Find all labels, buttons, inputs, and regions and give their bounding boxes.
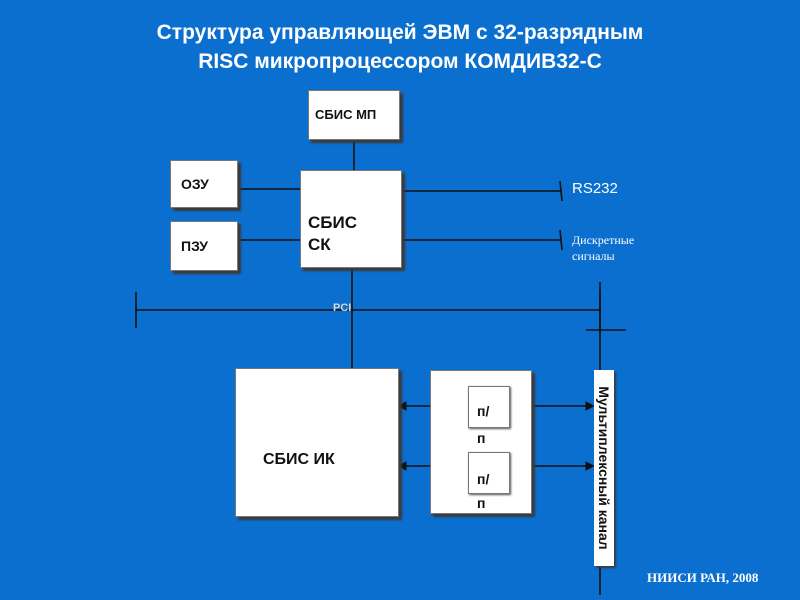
sbis-ik-label: СБИС ИК bbox=[263, 451, 335, 468]
sbis-mp-block: СБИС МП bbox=[308, 90, 400, 140]
pp-block-bottom: п/ bbox=[468, 452, 510, 494]
pzu-label: ПЗУ bbox=[181, 238, 209, 254]
pp-block-top: п/ bbox=[468, 386, 510, 428]
sbis-mp-label: СБИС МП bbox=[315, 107, 377, 122]
ozu-block: ОЗУ bbox=[170, 160, 238, 208]
sbis-sk-label-line1: СБИС bbox=[308, 213, 357, 232]
title-line-2: RISC микропроцессором КОМДИВ32-С bbox=[198, 50, 602, 73]
pci-label: PCI bbox=[333, 302, 352, 314]
rs232-label: RS232 bbox=[572, 180, 618, 197]
discrete-label-line2: сигналы bbox=[572, 249, 615, 263]
discrete-signals-label: Дискретные сигналы bbox=[572, 232, 634, 264]
slide-title: Структура управляющей ЭВМ с 32-разрядным… bbox=[0, 18, 800, 76]
sbis-ik-block: СБИС ИК bbox=[235, 368, 399, 517]
sbis-sk-label-line2: СК bbox=[308, 235, 331, 254]
pp-bottom-label-line1: п/ bbox=[477, 471, 490, 487]
discrete-label-line1: Дискретные bbox=[572, 233, 635, 247]
pp-top-label-line1: п/ bbox=[477, 403, 490, 419]
pp-top-label-line2: п bbox=[477, 430, 486, 446]
sbis-sk-block: СБИС СК bbox=[300, 170, 402, 268]
title-line-1: Структура управляющей ЭВМ с 32-разрядным bbox=[156, 21, 644, 44]
ozu-label: ОЗУ bbox=[181, 176, 209, 192]
pp-bottom-label-line2: п bbox=[477, 495, 486, 511]
mux-channel-label: Мультиплексный канал bbox=[596, 386, 612, 550]
pzu-block: ПЗУ bbox=[170, 221, 238, 271]
mux-channel-block: Мультиплексный канал bbox=[594, 370, 614, 566]
footer-credit: НИИСИ РАН, 2008 bbox=[647, 570, 759, 585]
